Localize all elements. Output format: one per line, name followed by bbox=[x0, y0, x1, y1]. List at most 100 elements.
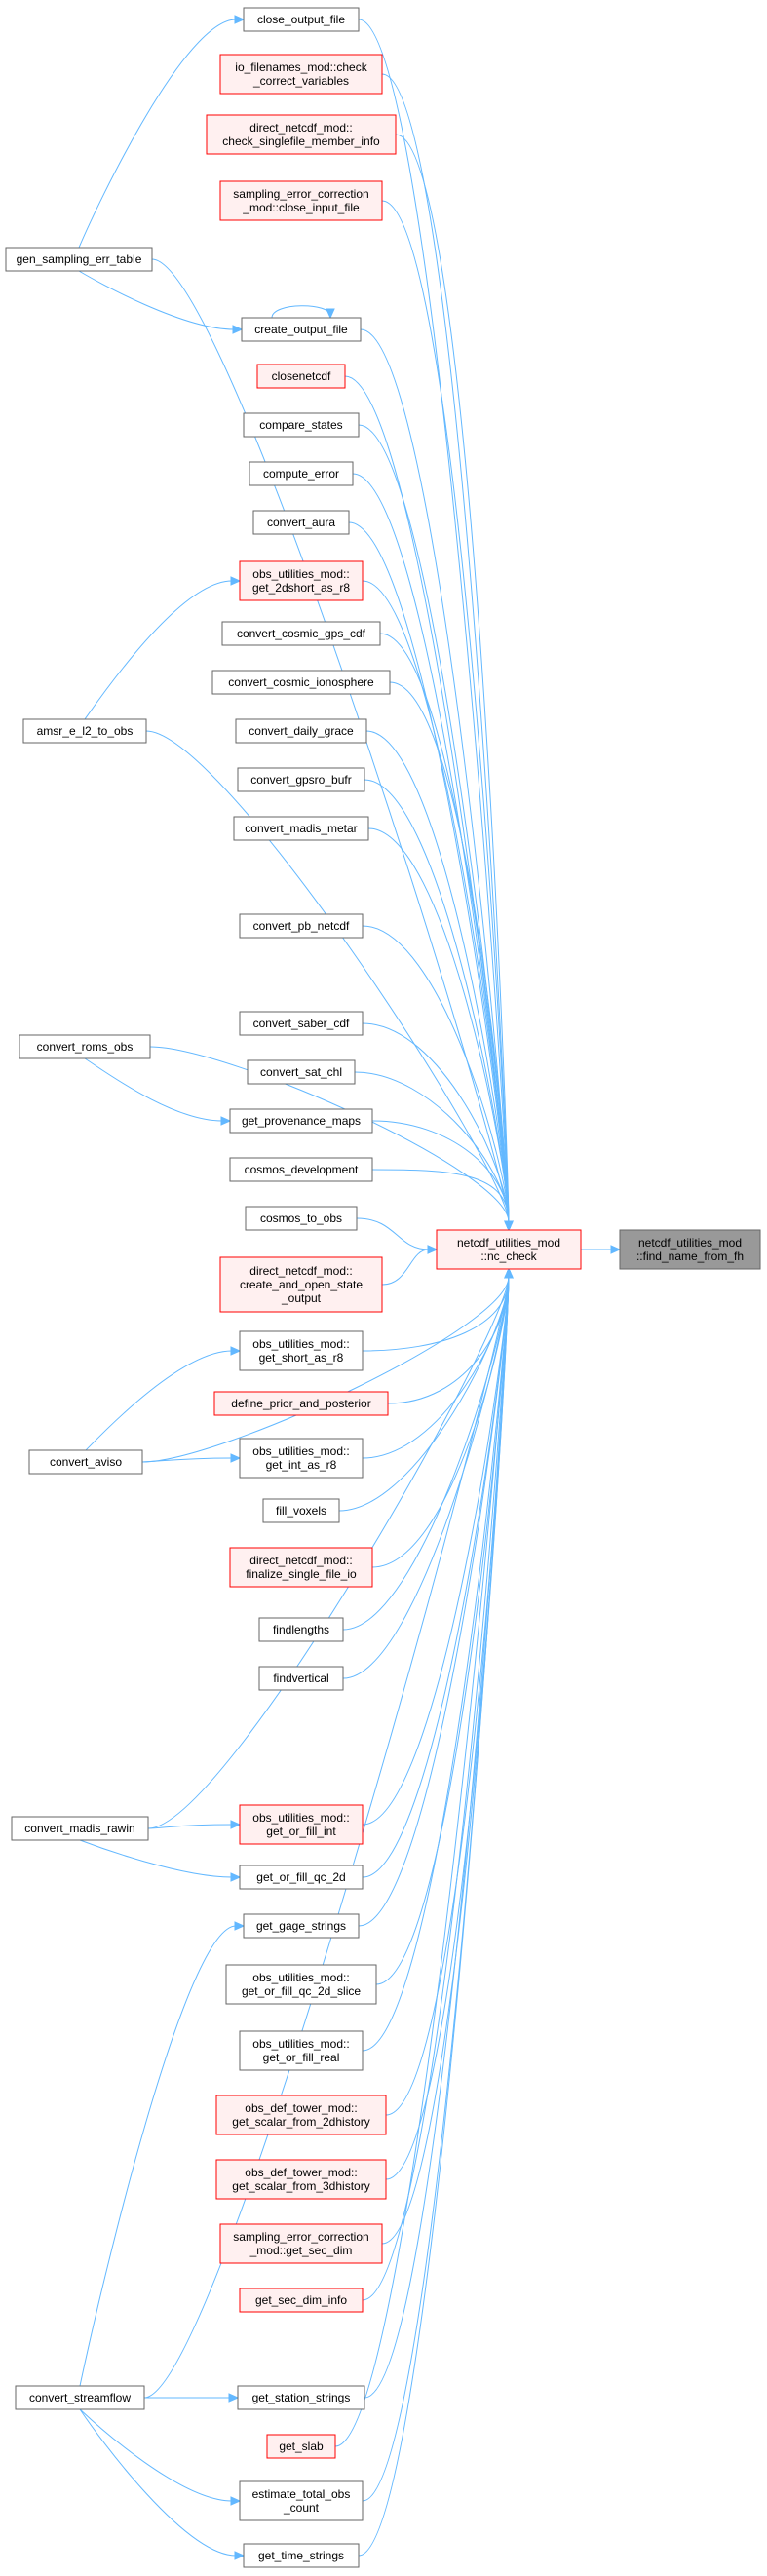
node-convert-madis-rawin[interactable]: convert_madis_rawin bbox=[11, 1816, 149, 1841]
call-edge bbox=[360, 328, 514, 1232]
node-cosmos-to-obs[interactable]: cosmos_to_obs bbox=[245, 1206, 358, 1231]
node-label: convert_sat_chl bbox=[260, 1065, 342, 1079]
node-convert-madis-metar[interactable]: convert_madis_metar bbox=[233, 816, 369, 841]
node-box bbox=[243, 1913, 360, 1939]
call-edge bbox=[362, 1267, 514, 2052]
node-cosmos-development[interactable]: cosmos_development bbox=[229, 1157, 373, 1182]
node-label: netcdf_utilities_mod bbox=[638, 1236, 742, 1250]
node-box bbox=[619, 1229, 761, 1270]
node-get-provenance-maps[interactable]: get_provenance_maps bbox=[229, 1108, 373, 1134]
node-gen-sampling-err-table[interactable]: gen_sampling_err_table bbox=[5, 247, 153, 272]
node-convert-sat-chl[interactable]: convert_sat_chl bbox=[247, 1059, 356, 1085]
node-box bbox=[239, 2480, 364, 2521]
node-box bbox=[243, 2543, 360, 2568]
node-box bbox=[239, 2030, 364, 2071]
node-box bbox=[239, 1804, 364, 1845]
node-box bbox=[233, 816, 369, 841]
node-box bbox=[221, 621, 381, 646]
node-compute-error[interactable]: compute_error bbox=[249, 461, 354, 486]
node-dnm-check-single[interactable]: direct_netcdf_mod::check_singlefile_memb… bbox=[206, 114, 397, 155]
node-label: fill_voxels bbox=[276, 1504, 326, 1518]
node-findlengths[interactable]: findlengths bbox=[258, 1617, 344, 1642]
node-get-or-fill-real[interactable]: obs_utilities_mod::get_or_fill_real bbox=[239, 2030, 364, 2071]
node-sec-get-sec-dim[interactable]: sampling_error_correction_mod::get_sec_d… bbox=[219, 2223, 383, 2264]
node-closenetcdf[interactable]: closenetcdf bbox=[256, 364, 346, 389]
call-edge bbox=[362, 1267, 514, 2502]
node-get-or-fill-int[interactable]: obs_utilities_mod::get_or_fill_int bbox=[239, 1804, 364, 1845]
node-label: get_2dshort_as_r8 bbox=[252, 581, 350, 595]
node-get-time-strings[interactable]: get_time_strings bbox=[243, 2543, 360, 2568]
node-get-sec-dim-info[interactable]: get_sec_dim_info bbox=[239, 2288, 364, 2313]
node-box bbox=[239, 560, 364, 601]
call-edge bbox=[362, 1267, 514, 1352]
node-label: define_prior_and_posterior bbox=[231, 1397, 370, 1410]
node-get-gage-strings[interactable]: get_gage_strings bbox=[243, 1913, 360, 1939]
call-edge bbox=[358, 424, 514, 1232]
node-sec-close-input[interactable]: sampling_error_correction_mod::close_inp… bbox=[219, 180, 383, 221]
call-edge bbox=[79, 2408, 246, 2560]
node-box bbox=[5, 247, 153, 272]
node-get-int-as-r8[interactable]: obs_utilities_mod::get_int_as_r8 bbox=[239, 1438, 364, 1479]
node-label: _count bbox=[283, 2501, 320, 2515]
node-label: convert_madis_metar bbox=[245, 822, 357, 835]
node-close-output-file[interactable]: close_output_file bbox=[243, 7, 360, 32]
node-box bbox=[266, 2434, 336, 2459]
node-label: finalize_single_file_io bbox=[246, 1567, 357, 1581]
node-label: gen_sampling_err_table bbox=[17, 252, 142, 266]
node-box bbox=[243, 7, 360, 32]
node-label: get_or_fill_qc_2d_slice bbox=[242, 1984, 361, 1998]
node-box bbox=[19, 1034, 151, 1059]
node-amsr-e-l2-to-obs[interactable]: amsr_e_l2_to_obs bbox=[22, 718, 147, 744]
node-get-2dshort[interactable]: obs_utilities_mod::get_2dshort_as_r8 bbox=[239, 560, 364, 601]
node-get-short-as-r8[interactable]: obs_utilities_mod::get_short_as_r8 bbox=[239, 1330, 364, 1371]
node-get-station-strings[interactable]: get_station_strings bbox=[237, 2385, 365, 2410]
node-nc-check[interactable]: netcdf_utilities_mod::nc_check bbox=[436, 1229, 582, 1270]
node-compare-states[interactable]: compare_states bbox=[243, 412, 360, 438]
node-findvertical[interactable]: findvertical bbox=[258, 1666, 344, 1691]
node-convert-gpsro-bufr[interactable]: convert_gpsro_bufr bbox=[237, 767, 365, 792]
node-label: get_or_fill_real bbox=[263, 2051, 340, 2064]
node-fill-voxels[interactable]: fill_voxels bbox=[262, 1498, 340, 1523]
node-find-name[interactable]: netcdf_utilities_mod::find_name_from_fh bbox=[619, 1229, 761, 1270]
node-get-or-fill-qc-2d-slice[interactable]: obs_utilities_mod::get_or_fill_qc_2d_sli… bbox=[225, 1964, 377, 2005]
node-create-output-file[interactable]: create_output_file bbox=[241, 317, 362, 342]
call-edge bbox=[342, 1267, 514, 1679]
call-edge bbox=[147, 1820, 242, 1829]
node-estimate-total-obs-count[interactable]: estimate_total_obs_count bbox=[239, 2480, 364, 2521]
node-label: get_or_fill_qc_2d bbox=[256, 1870, 345, 1884]
call-edge bbox=[581, 1245, 622, 1254]
node-scalar-2d[interactable]: obs_def_tower_mod::get_scalar_from_2dhis… bbox=[215, 2095, 387, 2135]
node-io-check[interactable]: io_filenames_mod::check_correct_variable… bbox=[219, 54, 383, 95]
node-label: cosmos_to_obs bbox=[260, 1211, 342, 1225]
node-convert-aura[interactable]: convert_aura bbox=[252, 510, 350, 535]
node-convert-roms-obs[interactable]: convert_roms_obs bbox=[19, 1034, 151, 1059]
node-label: get_or_fill_int bbox=[266, 1825, 336, 1838]
node-box bbox=[258, 1617, 344, 1642]
node-define-prior-and-posterior[interactable]: define_prior_and_posterior bbox=[213, 1391, 389, 1416]
call-edge bbox=[143, 2393, 240, 2403]
node-convert-aviso[interactable]: convert_aviso bbox=[28, 1449, 143, 1475]
call-edge bbox=[375, 1267, 514, 1985]
node-convert-streamflow[interactable]: convert_streamflow bbox=[15, 2385, 145, 2410]
node-label: direct_netcdf_mod:: bbox=[249, 1264, 352, 1278]
node-convert-saber-cdf[interactable]: convert_saber_cdf bbox=[239, 1011, 364, 1036]
node-scalar-3d[interactable]: obs_def_tower_mod::get_scalar_from_3dhis… bbox=[215, 2159, 387, 2200]
node-dnm-create-open[interactable]: direct_netcdf_mod::create_and_open_state… bbox=[219, 1256, 383, 1313]
node-convert-cosmic-ionosphere[interactable]: convert_cosmic_ionosphere bbox=[211, 670, 391, 695]
node-convert-cosmic-gps-cdf[interactable]: convert_cosmic_gps_cdf bbox=[221, 621, 381, 646]
node-label: obs_utilities_mod:: bbox=[252, 567, 349, 581]
node-label: findvertical bbox=[273, 1672, 328, 1685]
node-convert-pb-netcdf[interactable]: convert_pb_netcdf bbox=[239, 913, 364, 939]
node-box bbox=[237, 767, 365, 792]
node-convert-daily-grace[interactable]: convert_daily_grace bbox=[235, 718, 367, 744]
node-box bbox=[219, 54, 383, 95]
node-get-or-fill-qc-2d[interactable]: get_or_fill_qc_2d bbox=[239, 1865, 364, 1890]
node-label: create_output_file bbox=[254, 323, 348, 336]
node-get-slab[interactable]: get_slab bbox=[266, 2434, 336, 2459]
node-box bbox=[262, 1498, 340, 1523]
node-dnm-finalize[interactable]: direct_netcdf_mod::finalize_single_file_… bbox=[229, 1547, 373, 1588]
node-label: get_short_as_r8 bbox=[259, 1351, 344, 1365]
node-label: convert_saber_cdf bbox=[253, 1017, 350, 1030]
node-box bbox=[239, 1865, 364, 1890]
node-box bbox=[239, 1438, 364, 1479]
